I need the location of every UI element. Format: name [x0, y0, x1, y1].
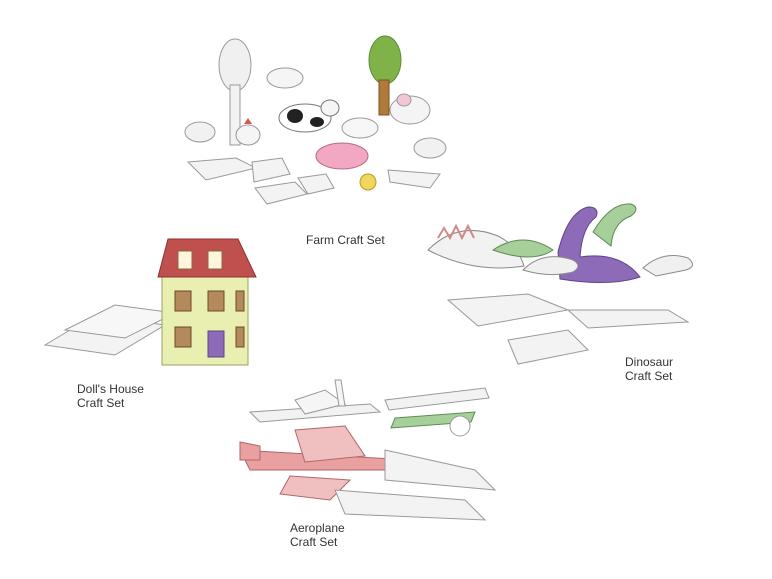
aeroplane-craft-set-image [235, 370, 500, 530]
farm-craft-set-image [160, 30, 480, 220]
dinosaur-craft-set-caption: Dinosaur Craft Set [625, 355, 674, 383]
dinosaur-craft-set-image [418, 190, 718, 380]
dolls-house-craft-set-caption: Doll's House Craft Set [77, 382, 144, 410]
aeroplane-craft-set-caption: Aeroplane Craft Set [290, 521, 345, 549]
farm-craft-set-caption: Farm Craft Set [306, 233, 385, 247]
dolls-house-craft-set-image [40, 235, 270, 375]
